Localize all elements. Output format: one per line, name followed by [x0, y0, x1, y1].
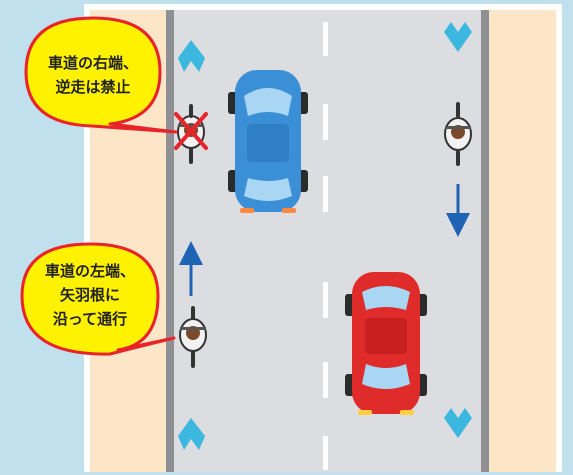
- red-car: [345, 272, 427, 415]
- callout-correct-way-line-1: 車道の左端、: [45, 262, 135, 280]
- chevron-marking-icon: [178, 40, 205, 72]
- blue-car: [228, 70, 308, 213]
- callout-correct-way: 車道の左端、 矢羽根に 沿って通行: [20, 242, 176, 356]
- callout-correct-way-line-2: 矢羽根に: [60, 286, 120, 304]
- center-line: [323, 22, 328, 470]
- cyclist-icon: [179, 306, 207, 368]
- chevron-marking-icon: [178, 418, 205, 450]
- callout-wrong-way: 車道の右端、 逆走は禁止: [24, 16, 178, 134]
- chevron-marking-icon: [444, 408, 472, 438]
- callout-wrong-way-line-1: 車道の右端、: [48, 54, 138, 72]
- right-sidewalk: [488, 10, 556, 472]
- prohibited-x-icon: [174, 112, 208, 150]
- right-curb: [481, 10, 489, 472]
- callout-wrong-way-line-2: 逆走は禁止: [55, 78, 130, 96]
- road-surface: [168, 10, 488, 472]
- cyclist-icon: [444, 102, 472, 166]
- chevron-marking-icon: [444, 22, 472, 52]
- callout-correct-way-line-3: 沿って通行: [53, 310, 127, 328]
- left-curb: [166, 10, 174, 472]
